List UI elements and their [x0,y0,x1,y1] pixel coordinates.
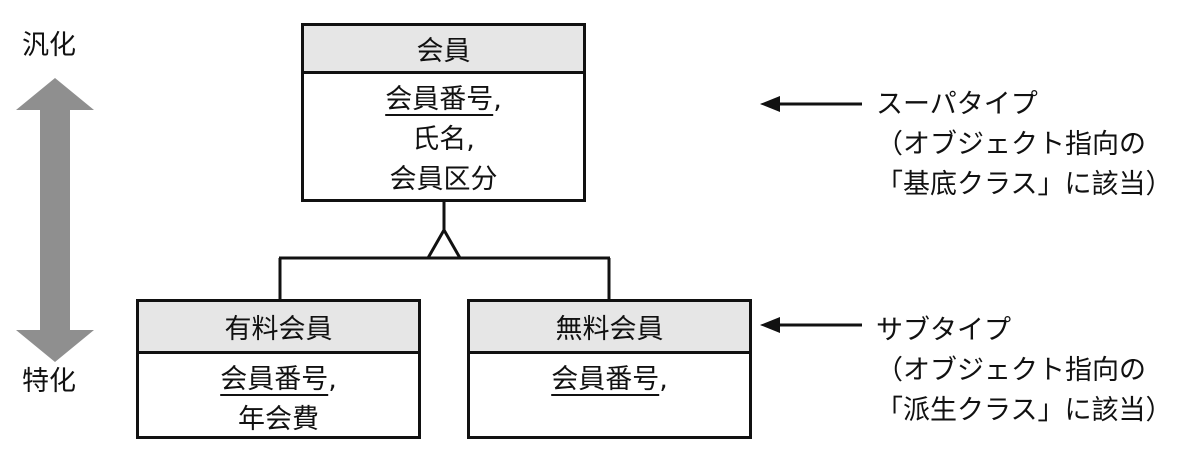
entity-name: 有料会員 [139,302,418,354]
attribute-row: 会員番号, [551,360,668,400]
attribute-separator: , [466,124,475,155]
entity-name: 会員 [304,26,583,74]
annotation-line: （オブジェクト指向の [876,129,1146,160]
supertype-entity: 会員 会員番号, 氏名, 会員区分 [301,23,586,202]
subtype-entity-free: 無料会員 会員番号, [467,299,752,439]
attribute-name: 氏名 [412,124,467,155]
primary-key-attribute: 会員番号 [551,364,660,395]
attribute-separator: , [493,84,502,115]
entity-attributes: 会員番号, [470,354,749,400]
annotation-line: 「派生クラス」に該当） [876,395,1173,426]
attribute-row: 氏名, [412,120,475,160]
attribute-separator: , [328,364,337,395]
supertype-annotation: スーパタイプ （オブジェクト指向の 「基底クラス」に該当） [876,85,1172,205]
supertype-arrow-icon [760,96,780,112]
attribute-name: 年会費 [238,404,319,435]
attribute-separator: , [659,364,668,395]
annotation-line: スーパタイプ [876,89,1038,120]
annotation-line: 「基底クラス」に該当） [876,169,1173,200]
attribute-row: 会員区分 [390,160,498,200]
annotation-line: サブタイプ [876,315,1011,346]
primary-key-attribute: 会員番号 [220,364,329,395]
annotation-line: （オブジェクト指向の [876,355,1146,386]
attribute-row: 年会費 [238,400,319,440]
attribute-row: 会員番号, [220,360,337,400]
entity-name: 無料会員 [470,302,749,354]
subtype-annotation: サブタイプ （オブジェクト指向の 「派生クラス」に該当） [876,311,1172,431]
inheritance-fork-icon [426,226,462,259]
entity-attributes: 会員番号, 氏名, 会員区分 [304,74,583,200]
subtype-arrow-icon [760,317,780,333]
double-arrow-icon [16,78,94,362]
specialization-label: 特化 [22,366,76,397]
entity-attributes: 会員番号, 年会費 [139,354,418,440]
attribute-row: 会員番号, [385,80,502,120]
primary-key-attribute: 会員番号 [385,84,494,115]
subtype-entity-paid: 有料会員 会員番号, 年会費 [136,299,421,439]
attribute-name: 会員区分 [389,164,498,195]
generalization-label: 汎化 [22,30,76,61]
